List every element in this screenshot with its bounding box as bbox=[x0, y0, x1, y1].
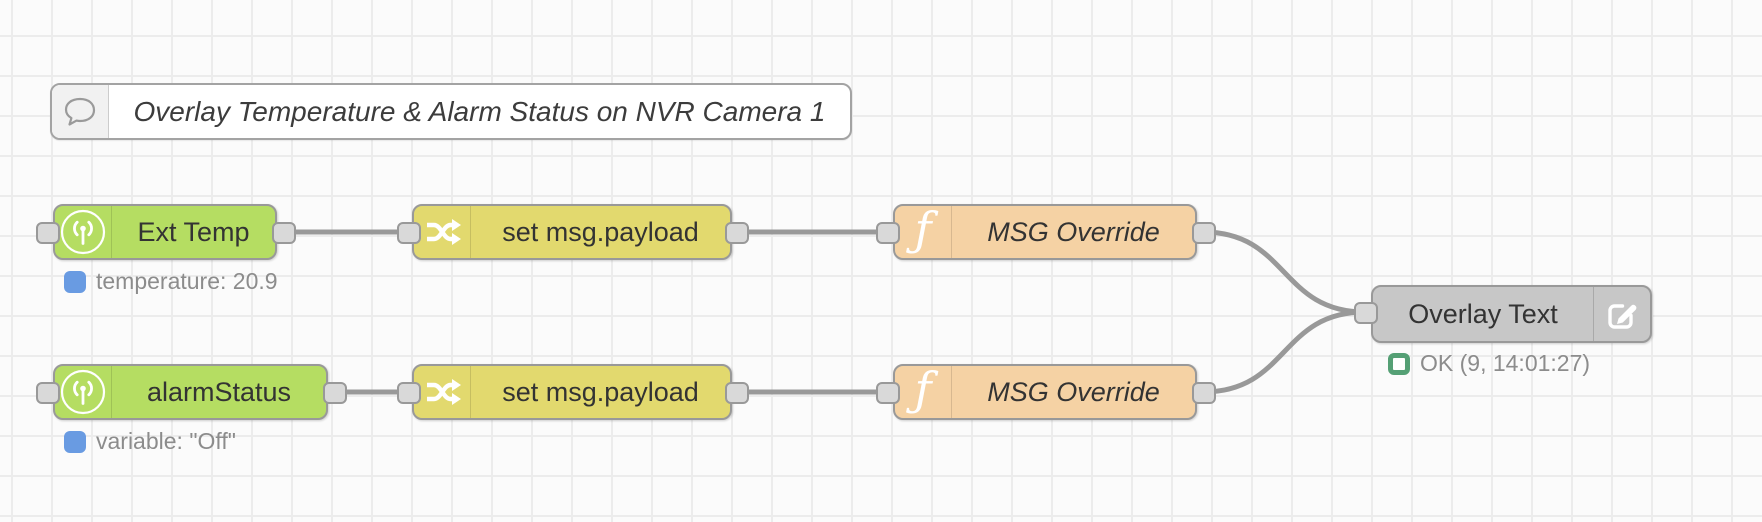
node-function-top[interactable]: ƒ MSG Override bbox=[893, 204, 1197, 260]
node-change-top[interactable]: set msg.payload bbox=[412, 204, 732, 260]
edit-pencil-icon bbox=[1608, 304, 1637, 329]
wire[interactable] bbox=[1200, 229, 1368, 315]
node-label: Ext Temp bbox=[137, 216, 250, 247]
output-port[interactable] bbox=[1192, 222, 1216, 244]
comment-node[interactable]: Overlay Temperature & Alarm Status on NV… bbox=[50, 83, 852, 140]
wire[interactable] bbox=[1200, 309, 1368, 395]
input-port[interactable] bbox=[36, 222, 60, 244]
antenna-icon bbox=[55, 366, 112, 418]
node-function-bottom[interactable]: ƒ MSG Override bbox=[893, 364, 1197, 420]
output-port[interactable] bbox=[1192, 382, 1216, 404]
node-label: set msg.payload bbox=[502, 216, 699, 247]
function-glyph: ƒ bbox=[914, 206, 932, 256]
status-text: OK (9, 14:01:27) bbox=[1420, 350, 1591, 376]
output-port[interactable] bbox=[323, 382, 347, 404]
status-ring-green-icon bbox=[1388, 352, 1410, 375]
node-status: temperature: 20.9 bbox=[64, 268, 278, 295]
status-text: temperature: 20.9 bbox=[96, 268, 278, 294]
input-port[interactable] bbox=[876, 382, 900, 404]
node-overlay-text[interactable]: Overlay Text bbox=[1371, 285, 1652, 343]
input-port[interactable] bbox=[36, 382, 60, 404]
output-port[interactable] bbox=[272, 222, 296, 244]
input-port[interactable] bbox=[397, 382, 421, 404]
node-label: MSG Override bbox=[987, 216, 1160, 247]
output-port[interactable] bbox=[725, 222, 749, 244]
edit-button[interactable] bbox=[1593, 287, 1650, 341]
node-label: MSG Override bbox=[987, 376, 1160, 407]
shuffle-icon bbox=[414, 206, 471, 258]
shuffle-icon bbox=[414, 366, 471, 418]
node-ext-temp[interactable]: Ext Temp bbox=[53, 204, 277, 260]
output-port[interactable] bbox=[725, 382, 749, 404]
status-dot-blue-icon bbox=[64, 430, 86, 453]
status-text: variable: "Off" bbox=[96, 428, 236, 454]
function-icon: ƒ bbox=[895, 206, 952, 258]
input-port[interactable] bbox=[1354, 302, 1378, 324]
input-port[interactable] bbox=[876, 222, 900, 244]
node-change-bottom[interactable]: set msg.payload bbox=[412, 364, 732, 420]
antenna-icon bbox=[55, 206, 112, 258]
node-status: OK (9, 14:01:27) bbox=[1388, 350, 1590, 377]
function-glyph: ƒ bbox=[914, 366, 932, 416]
comment-bubble-icon bbox=[52, 85, 109, 138]
node-label: set msg.payload bbox=[502, 376, 699, 407]
node-status: variable: "Off" bbox=[64, 428, 236, 455]
input-port[interactable] bbox=[397, 222, 421, 244]
node-label: alarmStatus bbox=[146, 376, 292, 407]
comment-label: Overlay Temperature & Alarm Status on NV… bbox=[133, 95, 826, 127]
node-alarm-status[interactable]: alarmStatus bbox=[53, 364, 328, 420]
status-dot-blue-icon bbox=[64, 270, 86, 293]
node-label: Overlay Text bbox=[1408, 298, 1558, 329]
function-icon: ƒ bbox=[895, 366, 952, 418]
